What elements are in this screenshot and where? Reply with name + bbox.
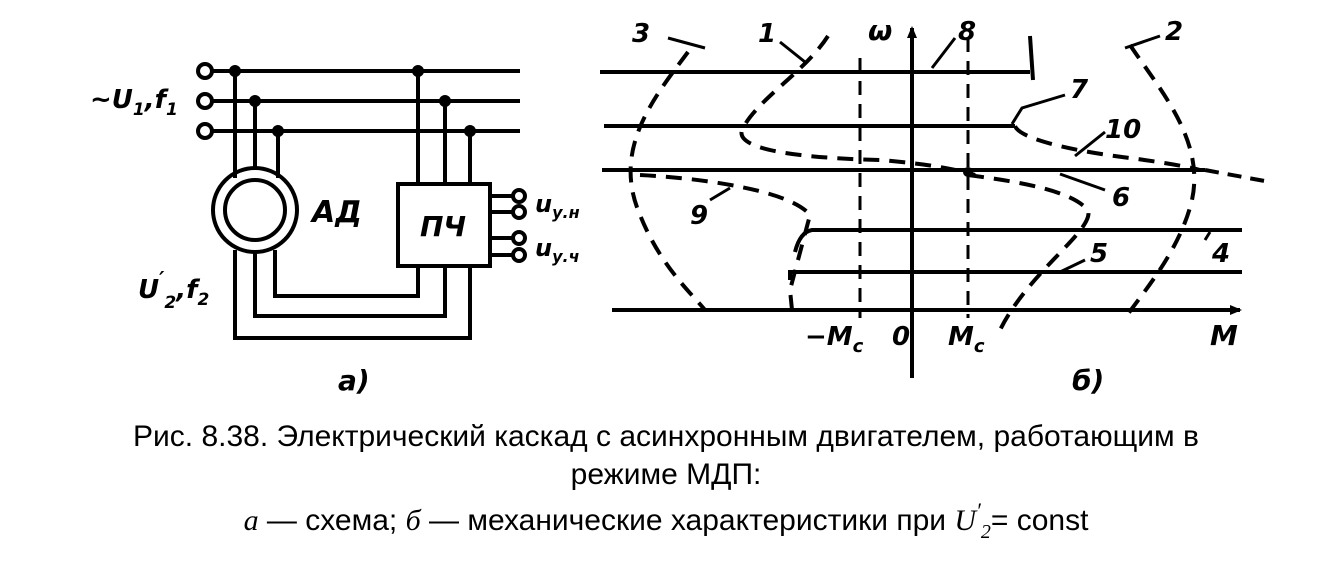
curve-label-8: 8 <box>958 17 976 47</box>
circuit-scheme <box>196 62 527 340</box>
control-terminal <box>511 204 527 220</box>
curve-2 <box>1123 43 1197 320</box>
control-terminal <box>511 230 527 246</box>
control-label-ch: uу.ч <box>535 234 580 266</box>
figure-canvas: ~U1,f1 АД ПЧ uу.н uу.ч U′2,f2 а) <box>90 14 1271 397</box>
supply-terminal-2 <box>196 92 214 110</box>
curve-10 <box>1013 124 1201 172</box>
motor-rotor-circle <box>223 178 287 242</box>
leader-2 <box>1124 34 1161 50</box>
leader-9 <box>709 186 731 202</box>
rotor-lead <box>253 252 447 318</box>
caption-u-prime: ′ <box>976 498 981 523</box>
control-terminal <box>511 188 527 204</box>
curve-5-dashed <box>967 173 1091 331</box>
figure-caption-line-3: а — схема; б — механические характеристи… <box>0 498 1332 543</box>
leader-5 <box>1059 258 1086 274</box>
curve-label-4: 4 <box>1211 239 1230 269</box>
leader-8 <box>930 37 957 69</box>
curve-9 <box>639 173 813 311</box>
curve-label-6: 6 <box>1112 183 1130 213</box>
operating-point <box>963 167 973 177</box>
curve-label-7: 7 <box>1070 75 1089 105</box>
curve-label-1: 1 <box>758 19 776 49</box>
caption-b-text: — механические характеристики при <box>420 504 955 537</box>
rotor-lead <box>233 250 472 340</box>
leader-4 <box>1203 231 1212 241</box>
tick-zero: 0 <box>892 322 910 352</box>
curve-1 <box>739 34 976 177</box>
characteristic-6-tail <box>1204 168 1271 184</box>
curve-label-9: 9 <box>690 201 708 231</box>
curve-label-3: 3 <box>632 19 650 49</box>
scheme-sublabel: а) <box>338 364 370 397</box>
caption-a-marker: а <box>243 504 259 537</box>
supply-label: ~U1,f1 <box>90 85 178 120</box>
omega-axis-label: ω <box>868 14 892 47</box>
curve-label-5: 5 <box>1090 239 1108 269</box>
motor-label: АД <box>310 195 362 230</box>
leader-10 <box>1074 130 1106 158</box>
converter-label: ПЧ <box>420 210 466 243</box>
caption-const: = const <box>990 504 1089 537</box>
leader-6 <box>1059 172 1106 192</box>
mechanical-characteristics <box>600 26 1271 378</box>
caption-a-text: — схема; <box>258 504 406 537</box>
leader-7 <box>1010 93 1066 125</box>
curve-label-2: 2 <box>1165 17 1183 47</box>
supply-terminal-1 <box>196 62 214 80</box>
m-axis-label: M <box>1210 319 1238 352</box>
curve-7-hook <box>1028 35 1035 81</box>
caption-u-sub: 2 <box>980 521 991 543</box>
tick-mc: Mc <box>948 322 985 357</box>
caption-b-marker: б <box>405 504 421 537</box>
figure-caption-line-2: режиме МДП: <box>570 458 762 491</box>
characteristics-sublabel: б) <box>1072 364 1104 397</box>
characteristic-4 <box>793 228 1242 253</box>
curve-label-10: 10 <box>1105 115 1141 145</box>
leader-3 <box>667 36 706 50</box>
curve-3 <box>628 50 707 312</box>
tick-neg-mc: −Mc <box>805 322 864 357</box>
control-label-h: uу.н <box>535 190 580 222</box>
caption-u-symbol: U <box>954 504 977 537</box>
figure-caption-line-1: Рис. 8.38. Электрический каскад с асинхр… <box>133 420 1199 453</box>
leader-1 <box>779 40 806 64</box>
rotor-label: U′2,f2 <box>138 267 209 313</box>
characteristic-5 <box>788 270 1242 280</box>
rotor-lead <box>273 250 420 298</box>
control-terminal <box>511 247 527 263</box>
supply-terminal-3 <box>196 122 214 140</box>
